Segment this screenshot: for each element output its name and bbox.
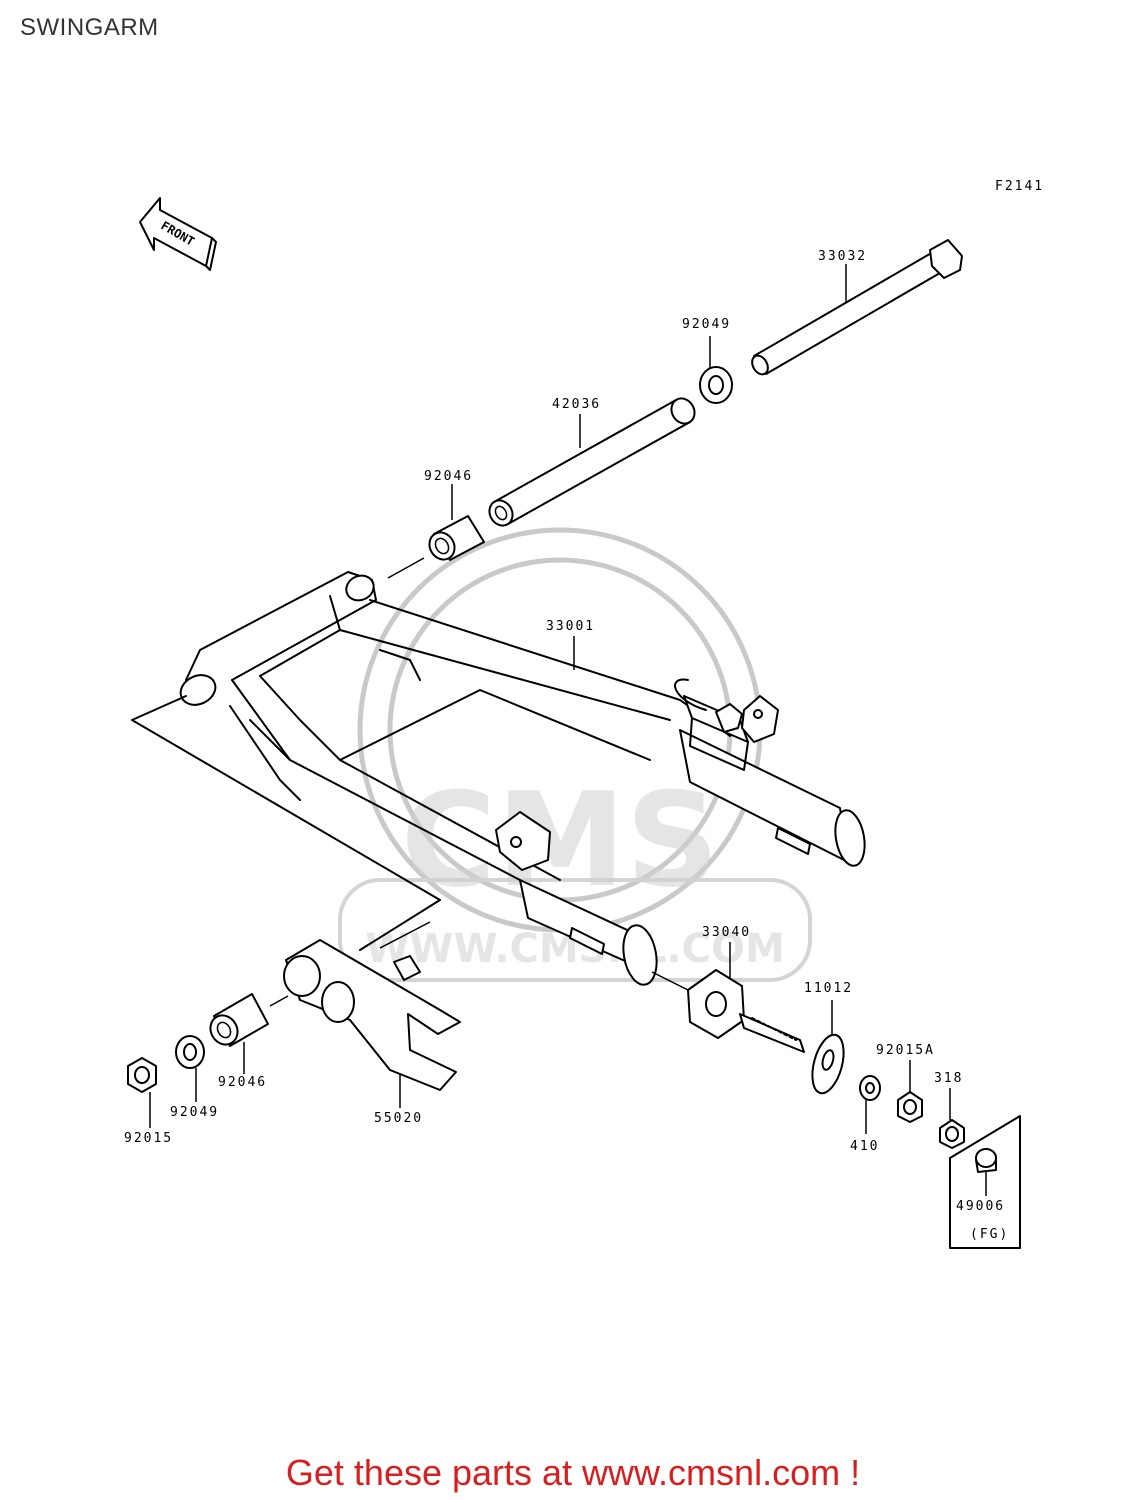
label-42036: 42036 bbox=[552, 397, 601, 412]
label-33032: 33032 bbox=[818, 249, 867, 264]
part-labels: 33032 92049 42036 92046 33001 33040 1101… bbox=[124, 249, 1009, 1242]
pivot-bolt-33032 bbox=[751, 239, 963, 376]
label-49006: 49006 bbox=[956, 1199, 1005, 1214]
label-92049-lower: 92049 bbox=[170, 1105, 219, 1120]
label-11012: 11012 bbox=[804, 981, 853, 996]
nut-92015 bbox=[127, 1057, 157, 1093]
label-33040: 33040 bbox=[702, 925, 751, 940]
label-92015A: 92015A bbox=[876, 1043, 935, 1058]
swingarm-33001 bbox=[131, 571, 866, 986]
sleeve-42036 bbox=[488, 397, 696, 527]
chain-adjuster-33040 bbox=[651, 969, 805, 1053]
watermark-logo: CMS bbox=[401, 764, 719, 916]
label-92046-upper: 92046 bbox=[424, 469, 473, 484]
washer-410 bbox=[859, 1075, 881, 1101]
label-92049-upper: 92049 bbox=[682, 317, 731, 332]
chain-guide-55020 bbox=[283, 921, 461, 1091]
label-92015: 92015 bbox=[124, 1131, 173, 1146]
label-92046-lower: 92046 bbox=[218, 1075, 267, 1090]
figure-code: F2141 bbox=[995, 179, 1044, 194]
front-direction-arrow: FRONT bbox=[139, 197, 217, 271]
label-fg: (FG) bbox=[970, 1227, 1009, 1242]
nut-92015A bbox=[897, 1091, 923, 1123]
label-33001: 33001 bbox=[546, 619, 595, 634]
collar-92049-lower bbox=[175, 1035, 205, 1069]
promo-link[interactable]: Get these parts at www.cmsnl.com ! bbox=[285, 1452, 861, 1493]
nut-318 bbox=[939, 1119, 965, 1149]
label-55020: 55020 bbox=[374, 1111, 423, 1126]
bearing-92046-lower bbox=[209, 993, 289, 1047]
label-318: 318 bbox=[934, 1071, 963, 1086]
bearing-92046-upper bbox=[387, 515, 485, 579]
label-410: 410 bbox=[850, 1139, 879, 1154]
cap-49006-box bbox=[949, 1115, 1021, 1249]
page-title: SWINGARM bbox=[20, 14, 159, 41]
plate-11012 bbox=[811, 1033, 845, 1095]
collar-92049-upper bbox=[699, 366, 733, 404]
